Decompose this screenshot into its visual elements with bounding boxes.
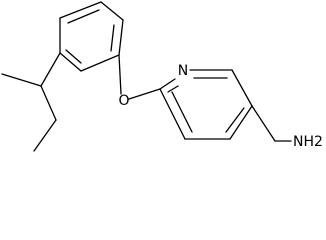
- double-bond-inner: [225, 107, 245, 133]
- bond: [118, 19, 124, 56]
- bond: [118, 54, 122, 95]
- chemical-structure-diagram: O N NH2: [1, 1, 323, 152]
- bond: [40, 52, 61, 87]
- bond: [229, 105, 253, 140]
- benzene-ring: [59, 1, 124, 72]
- double-bond-inner: [67, 9, 100, 24]
- bond: [59, 1, 102, 19]
- oxygen-atom-label: O: [118, 93, 129, 109]
- bond: [33, 119, 57, 152]
- double-bond-inner: [171, 91, 193, 133]
- bond: [1, 73, 42, 87]
- sec-butyl-group: [1, 52, 61, 152]
- double-bond-inner: [65, 49, 82, 64]
- bond: [59, 52, 82, 72]
- bond: [40, 85, 57, 121]
- bond: [251, 105, 276, 142]
- bond: [80, 54, 120, 72]
- pyridine-ring: N: [159, 63, 253, 140]
- amine-group-label: NH2: [293, 134, 323, 150]
- double-bond-inner: [110, 24, 115, 52]
- bond: [159, 88, 186, 140]
- aminomethyl-group: NH2: [251, 105, 323, 150]
- bond: [128, 88, 161, 100]
- nitrogen-atom-label: N: [178, 63, 188, 79]
- bond: [100, 1, 124, 21]
- bond: [231, 69, 253, 107]
- ether-linkage: O: [118, 54, 161, 109]
- bond: [159, 78, 176, 90]
- double-bond-inner: [167, 85, 179, 93]
